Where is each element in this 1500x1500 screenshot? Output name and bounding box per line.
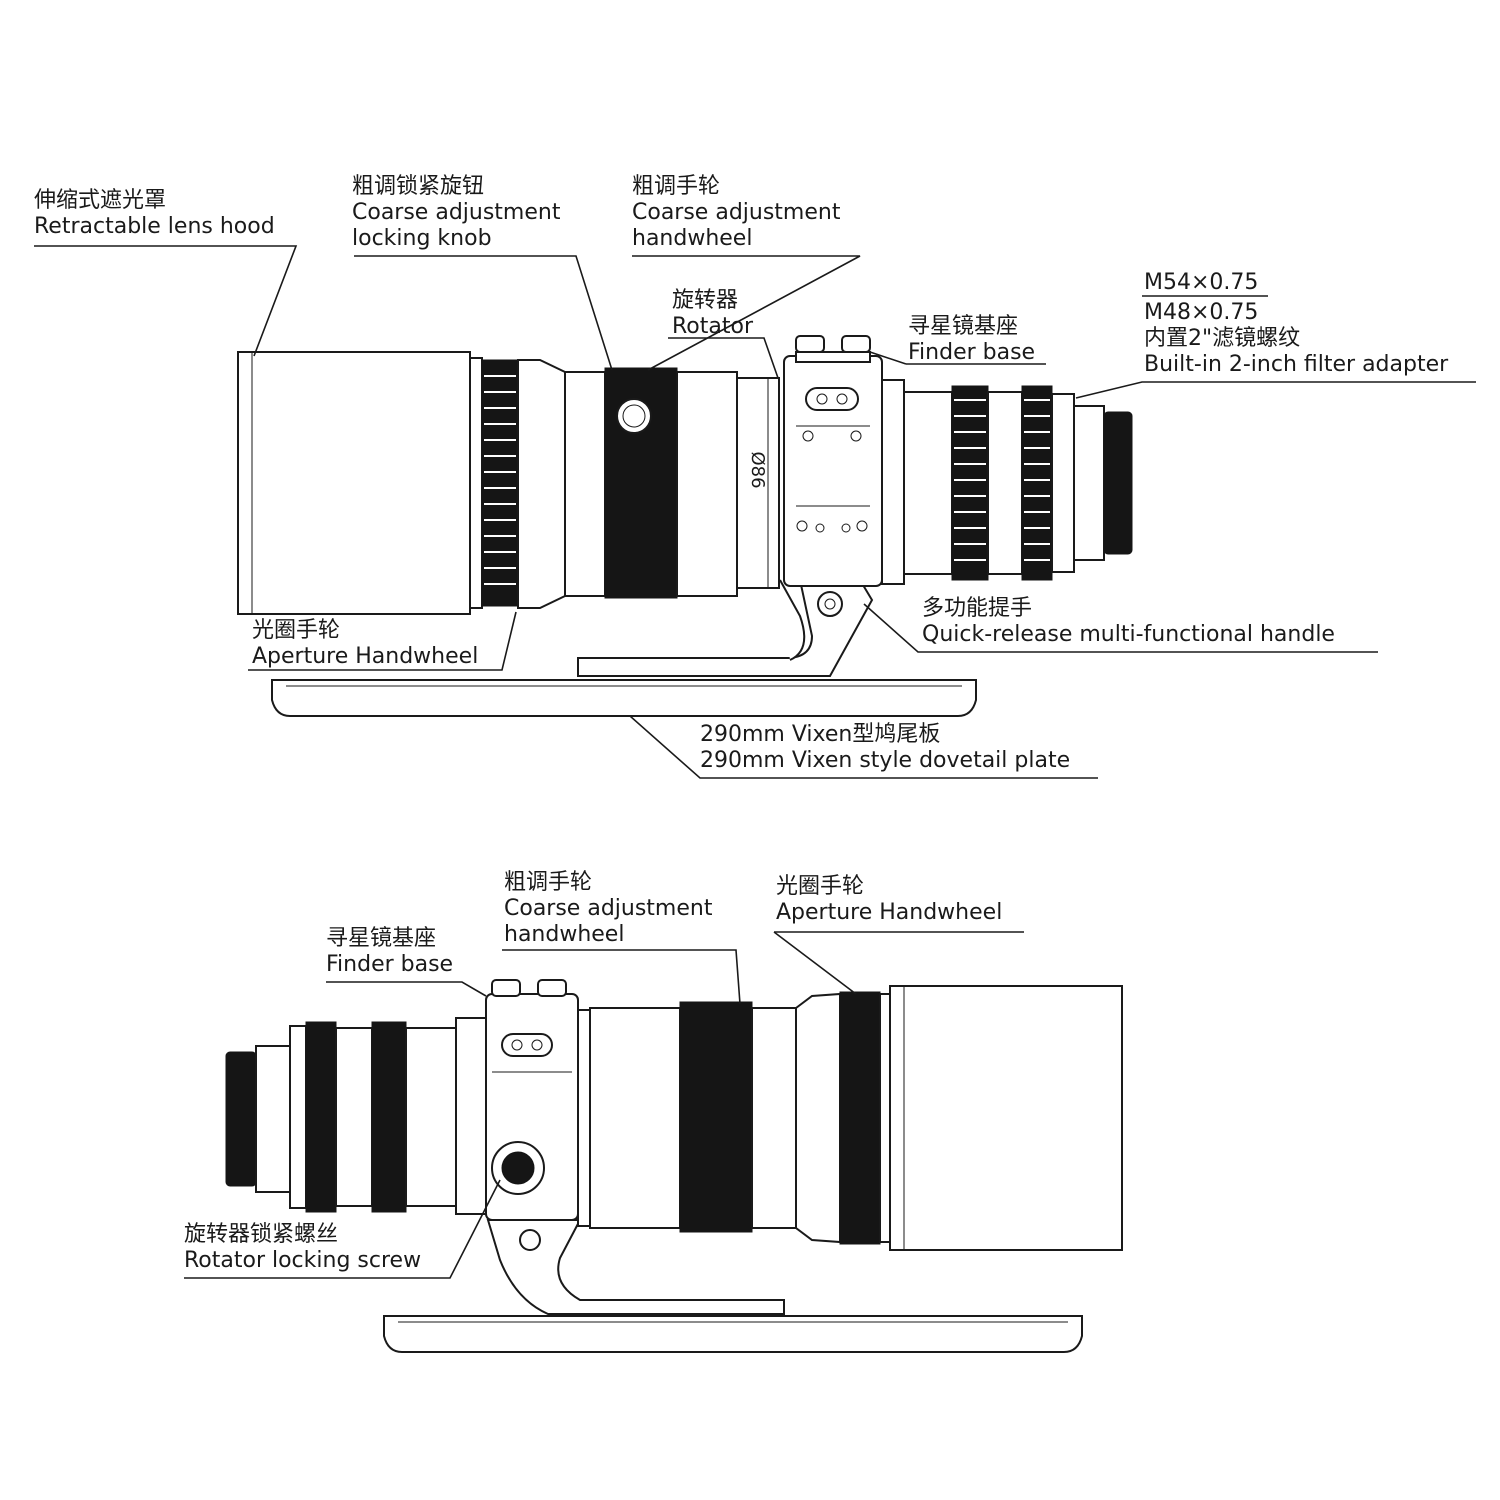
top-rotator — [736, 377, 780, 589]
bottom-lens-hood — [889, 985, 1123, 1251]
top-lens-hood — [237, 351, 471, 615]
top-locking-knob — [616, 398, 652, 434]
top-focus-ring-2 — [1021, 385, 1053, 581]
top-adapter-thread — [1103, 411, 1133, 555]
bottom-coarse-handwheel — [679, 1001, 753, 1233]
top-diameter-mark: Ø86 — [747, 451, 768, 488]
top-leader-lines — [34, 245, 1476, 779]
bottom-handle — [486, 1219, 785, 1315]
top-dovetail-plate — [271, 679, 977, 717]
bottom-adapter-thread — [225, 1051, 257, 1187]
top-aperture-ring — [481, 359, 519, 607]
bottom-focus-ring-1 — [305, 1021, 337, 1213]
bottom-leader-lines — [184, 931, 1024, 1279]
top-telescope — [237, 335, 1133, 717]
bottom-focus-ring-2 — [371, 1021, 407, 1213]
bottom-telescope — [225, 979, 1123, 1353]
bottom-aperture-ring — [839, 991, 881, 1245]
bottom-dovetail-plate — [383, 1315, 1083, 1353]
